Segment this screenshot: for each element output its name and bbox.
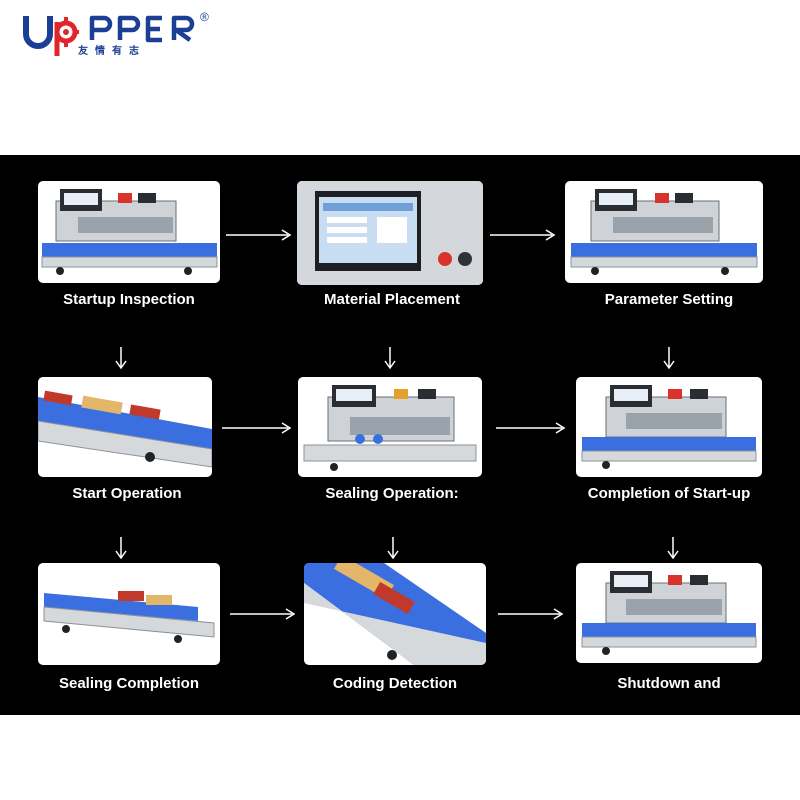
arrow-right-icon xyxy=(222,421,294,435)
registered-mark: ® xyxy=(200,10,209,24)
sealing-machine-image xyxy=(38,181,220,283)
arrow-down-icon xyxy=(666,537,680,561)
sealing-machine-image xyxy=(576,563,762,663)
arrow-down-icon xyxy=(386,537,400,561)
sealing-machine-wide-image xyxy=(298,377,482,477)
arrow-down-icon xyxy=(383,347,397,371)
conveyor-closeup-image xyxy=(304,563,486,665)
process-flow-panel: Startup Inspection Material Placement xyxy=(0,155,800,715)
conveyor-with-bags-image xyxy=(38,563,220,665)
brand-logo: 友情有志 ® xyxy=(22,10,222,60)
step-label: Shutdown and xyxy=(617,675,721,692)
brand-chinese-tagline: 友情有志 xyxy=(78,46,146,57)
arrow-down-icon xyxy=(662,347,676,371)
arrow-right-icon xyxy=(498,607,566,621)
step-label: Sealing Operation: xyxy=(325,485,459,502)
conveyor-with-bags-image xyxy=(38,377,212,477)
sealing-machine-image xyxy=(576,377,762,477)
step-label: Start Operation xyxy=(72,485,182,502)
step-label: Coding Detection xyxy=(332,675,458,692)
arrow-down-icon xyxy=(114,347,128,371)
step-label: Parameter Setting xyxy=(604,291,734,308)
arrow-right-icon xyxy=(226,228,294,242)
arrow-down-icon xyxy=(114,537,128,561)
step-label: Sealing Completion xyxy=(58,675,199,692)
step-label: Startup Inspection xyxy=(63,291,195,308)
control-panel-image xyxy=(297,181,483,285)
arrow-right-icon xyxy=(230,607,298,621)
arrow-right-icon xyxy=(490,228,558,242)
sealing-machine-image xyxy=(565,181,763,283)
arrow-right-icon xyxy=(496,421,568,435)
step-label: Material Placement xyxy=(324,291,460,308)
step-label: Completion of Start-up xyxy=(587,485,751,502)
